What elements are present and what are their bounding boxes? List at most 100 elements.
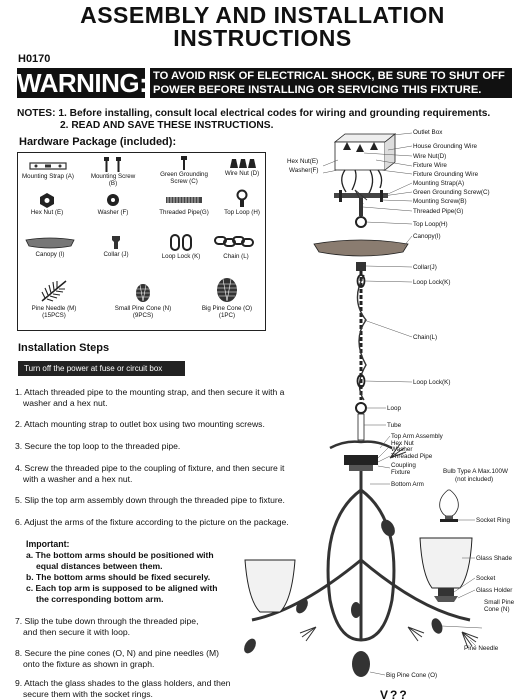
part-label: Green Grounding Screw (C) bbox=[160, 171, 208, 185]
notes-line-1: NOTES: 1. Before installing, consult loc… bbox=[17, 108, 491, 119]
step-line: 6. Adjust the arms of the fixture accord… bbox=[15, 517, 289, 527]
threaded-pipe-icon bbox=[166, 197, 202, 203]
loop-lock-icon bbox=[170, 234, 192, 251]
label-mounting-strap: Mounting Strap(A) bbox=[413, 180, 465, 187]
warning-text-line-2: POWER BEFORE INSTALLING OR SERVICING THI… bbox=[153, 84, 482, 96]
part-label: Canopy (I) bbox=[35, 251, 65, 258]
part-quantity: (15PCS) bbox=[42, 312, 66, 319]
label-bottom-arm: Bottom Arm bbox=[391, 481, 424, 488]
socket-drawing bbox=[438, 588, 454, 596]
wire-nuts-drawing bbox=[343, 142, 378, 152]
pine-needle-icon bbox=[41, 280, 67, 302]
label-threaded-pipe-2: Threaded Pipe bbox=[391, 453, 433, 460]
label-collar: Collar(J) bbox=[413, 264, 437, 271]
big-pine-cone-icon bbox=[217, 278, 237, 302]
part-label: Wire Nut (D) bbox=[224, 170, 260, 177]
step-line: 8. Secure the pine cones (O, N) and pine… bbox=[15, 648, 219, 658]
step-line: washer and a hex nut. bbox=[23, 398, 108, 408]
important-a: a. The bottom arms should be positioned … bbox=[26, 550, 266, 571]
label-glass-shade: Glass Shade bbox=[476, 555, 513, 562]
step-line: 9. Attach the glass shades to the glass … bbox=[15, 678, 231, 688]
collar-drawing bbox=[356, 262, 366, 271]
title-line-2: INSTRUCTIONS bbox=[173, 25, 352, 51]
pine-cones-drawing bbox=[244, 519, 443, 677]
part-label: Top Loop (H) bbox=[224, 209, 260, 216]
label-washer-2: Washer bbox=[391, 446, 413, 453]
label-washer: Washer(F) bbox=[289, 167, 319, 174]
part-label: Chain (L) bbox=[223, 253, 249, 260]
wires-drawing bbox=[341, 169, 383, 196]
hardware-part: Green Grounding Screw (C) bbox=[156, 155, 212, 185]
wire-nut-icon bbox=[230, 159, 256, 168]
label-threaded-pipe: Threaded Pipe(G) bbox=[413, 208, 464, 215]
part-label: Washer (F) bbox=[97, 209, 129, 216]
part-label: Hex Nut (E) bbox=[30, 209, 64, 216]
step-line: 2. Attach mounting strap to outlet box u… bbox=[15, 419, 265, 429]
step-line: 7. Slip the tube down through the thread… bbox=[15, 616, 199, 626]
step-8: 8. Secure the pine cones (O, N) and pine… bbox=[15, 648, 315, 670]
important-line: the corresponding bottom arm. bbox=[36, 593, 164, 604]
important-line: c. Each top arm is supposed to be aligne… bbox=[26, 583, 218, 593]
grounding-screw-icon bbox=[181, 156, 187, 170]
label-wire-nut: Wire Nut(D) bbox=[413, 153, 447, 160]
label-chain: Chain(L) bbox=[413, 334, 438, 341]
power-notice: Turn off the power at fuse or circuit bo… bbox=[18, 361, 185, 376]
hardware-part: Mounting Strap (A) bbox=[20, 159, 76, 180]
threaded-pipe-drawing bbox=[359, 198, 363, 216]
hardware-title: Hardware Package (included): bbox=[19, 136, 177, 148]
top-loop-drawing bbox=[355, 216, 367, 228]
pine-needles-drawing bbox=[299, 189, 479, 649]
step-line: onto the fixture as shown in graph. bbox=[23, 659, 155, 669]
steps-title: Installation Steps bbox=[18, 342, 110, 354]
step-6: 6. Adjust the arms of the fixture accord… bbox=[15, 517, 315, 528]
label-outlet-box: Outlet Box bbox=[413, 129, 443, 136]
label-fixture-ground: Fixture Grounding Wire bbox=[413, 171, 479, 178]
top-loop-icon bbox=[236, 189, 248, 207]
notes-line-2: 2. READ AND SAVE THESE INSTRUCTIONS. bbox=[60, 120, 274, 131]
hardware-part: Small Pine Cone (N) (9PCS) bbox=[108, 281, 178, 319]
hardware-part: Chain (L) bbox=[210, 231, 262, 260]
step-line: 4. Screw the threaded pipe to the coupli… bbox=[15, 463, 285, 473]
label-loop-lock-lower: Loop Lock(K) bbox=[413, 379, 451, 386]
model-number: H0170 bbox=[18, 53, 51, 65]
label-socket: Socket bbox=[476, 575, 496, 582]
step-9: 9. Attach the glass shades to the glass … bbox=[15, 678, 315, 700]
socket-ring-drawing bbox=[440, 519, 458, 522]
label-green-ground-screw: Green Grounding Screw(C) bbox=[413, 189, 490, 196]
hardware-part: Mounting Screw (B) bbox=[88, 155, 138, 187]
step-5: 5. Slip the top arm assembly down throug… bbox=[15, 495, 315, 506]
part-label: Threaded Pipe(G) bbox=[159, 209, 209, 216]
important-line: b. The bottom arms should be fixed secur… bbox=[26, 572, 211, 582]
hardware-part: Hex Nut (E) bbox=[22, 191, 72, 216]
page-title: ASSEMBLY AND INSTALLATION INSTRUCTIONS bbox=[0, 4, 525, 50]
warning-text: TO AVOID RISK OF ELECTRICAL SHOCK, BE SU… bbox=[150, 68, 512, 98]
coupling-drawing bbox=[344, 455, 378, 465]
collar-icon bbox=[112, 236, 120, 249]
step-2: 2. Attach mounting strap to outlet box u… bbox=[15, 419, 315, 430]
brand-logo: V?? bbox=[380, 688, 409, 700]
part-label: Loop Lock (K) bbox=[161, 253, 201, 260]
part-label: Big Pine Cone (O) bbox=[201, 305, 253, 312]
hardware-part: Canopy (I) bbox=[22, 235, 78, 258]
step-line: 3. Secure the top loop to the threaded p… bbox=[15, 441, 181, 451]
label-bulb-type: Bulb Type A Max.100W bbox=[443, 468, 508, 475]
label-fixture-wire: Fixture Wire bbox=[413, 162, 447, 169]
title-line-1: ASSEMBLY AND INSTALLATION bbox=[80, 2, 445, 28]
label-bulb-note: (not included) bbox=[455, 476, 494, 483]
tube-drawing bbox=[357, 413, 365, 441]
step-line: and then secure it with loop. bbox=[23, 627, 131, 637]
canopy-icon bbox=[25, 237, 75, 249]
hardware-part: Loop Lock (K) bbox=[156, 233, 206, 260]
loop-lock-drawing bbox=[356, 274, 366, 288]
loop-lock-drawing bbox=[356, 374, 366, 388]
hex-nut-icon bbox=[40, 193, 54, 208]
hardware-part: Big Pine Cone (O) (1PC) bbox=[192, 275, 262, 319]
outlet-box-drawing bbox=[333, 133, 397, 171]
step-line: 5. Slip the top arm assembly down throug… bbox=[15, 495, 285, 505]
hardware-part: Wire Nut (D) bbox=[220, 156, 264, 177]
important-title: Important: bbox=[26, 539, 70, 549]
important-b: b. The bottom arms should be fixed secur… bbox=[26, 572, 266, 583]
chain-drawing bbox=[356, 271, 367, 401]
leader-lines bbox=[322, 132, 483, 676]
